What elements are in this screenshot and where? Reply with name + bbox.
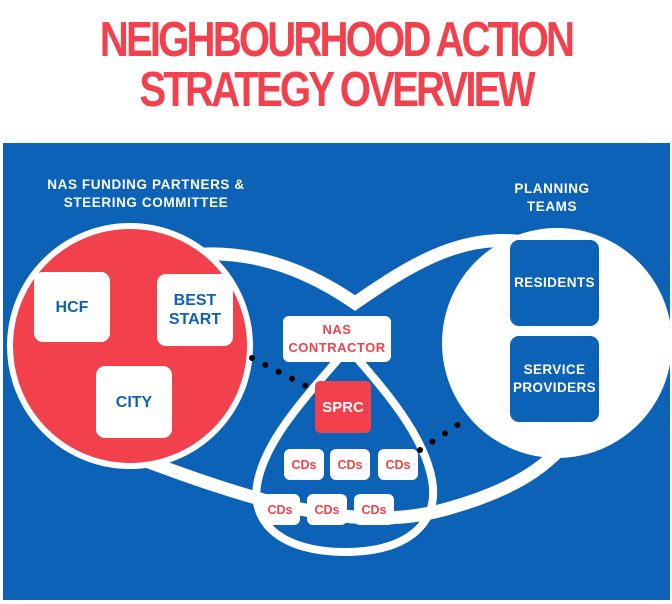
planning-heading: PLANNING TEAMS <box>492 180 612 216</box>
residents-label: RESIDENTS <box>514 275 595 290</box>
contractor-label: CONTRACTOR <box>288 340 386 355</box>
hcf-label: HCF <box>55 298 89 316</box>
cd-label: CDs <box>291 457 317 472</box>
planning-heading-line-2: TEAMS <box>526 199 578 214</box>
cd-box: CDs <box>260 494 300 525</box>
cd-label: CDs <box>385 457 411 472</box>
cd-box: CDs <box>307 494 347 525</box>
nas-contractor-box: NAS CONTRACTOR <box>283 316 391 362</box>
ribbon-loop-bottom <box>109 419 584 525</box>
city-box: CITY <box>96 366 172 438</box>
teardrop-outline <box>252 341 438 557</box>
service-label: SERVICE <box>523 362 586 377</box>
sprc-box: SPRC <box>315 381 371 433</box>
funding-heading: NAS FUNDING PARTNERS & STEERING COMMITTE… <box>18 176 274 212</box>
cd-label: CDs <box>361 502 387 517</box>
cd-box: CDs <box>378 449 418 480</box>
title-line-1: NEIGHBOURHOOD ACTION <box>99 13 575 67</box>
start-label: START <box>168 311 222 328</box>
title-line-2: STRATEGY OVERVIEW <box>139 63 535 117</box>
cd-label: CDs <box>267 502 293 517</box>
residents-box: RESIDENTS <box>510 240 599 326</box>
cd-label: CDs <box>337 457 363 472</box>
dotted-connector-right <box>417 415 471 453</box>
dotted-connector-left <box>249 355 313 391</box>
cd-label: CDs <box>314 502 340 517</box>
best-start-box: BEST START <box>157 274 233 346</box>
planning-heading-line-1: PLANNING <box>514 181 590 196</box>
hcf-box: HCF <box>34 272 110 342</box>
cd-box: CDs <box>284 449 324 480</box>
cd-box: CDs <box>330 449 370 480</box>
sprc-label: SPRC <box>322 398 364 416</box>
funding-heading-line-2: STEERING COMMITTEE <box>63 195 229 210</box>
cd-box: CDs <box>354 494 394 525</box>
service-providers-box: SERVICE PROVIDERS <box>510 336 599 422</box>
providers-label: PROVIDERS <box>512 380 597 395</box>
funding-heading-line-1: NAS FUNDING PARTNERS & <box>47 177 245 192</box>
nas-label: NAS <box>322 322 352 337</box>
city-label: CITY <box>115 393 153 411</box>
best-label: BEST <box>173 292 217 309</box>
